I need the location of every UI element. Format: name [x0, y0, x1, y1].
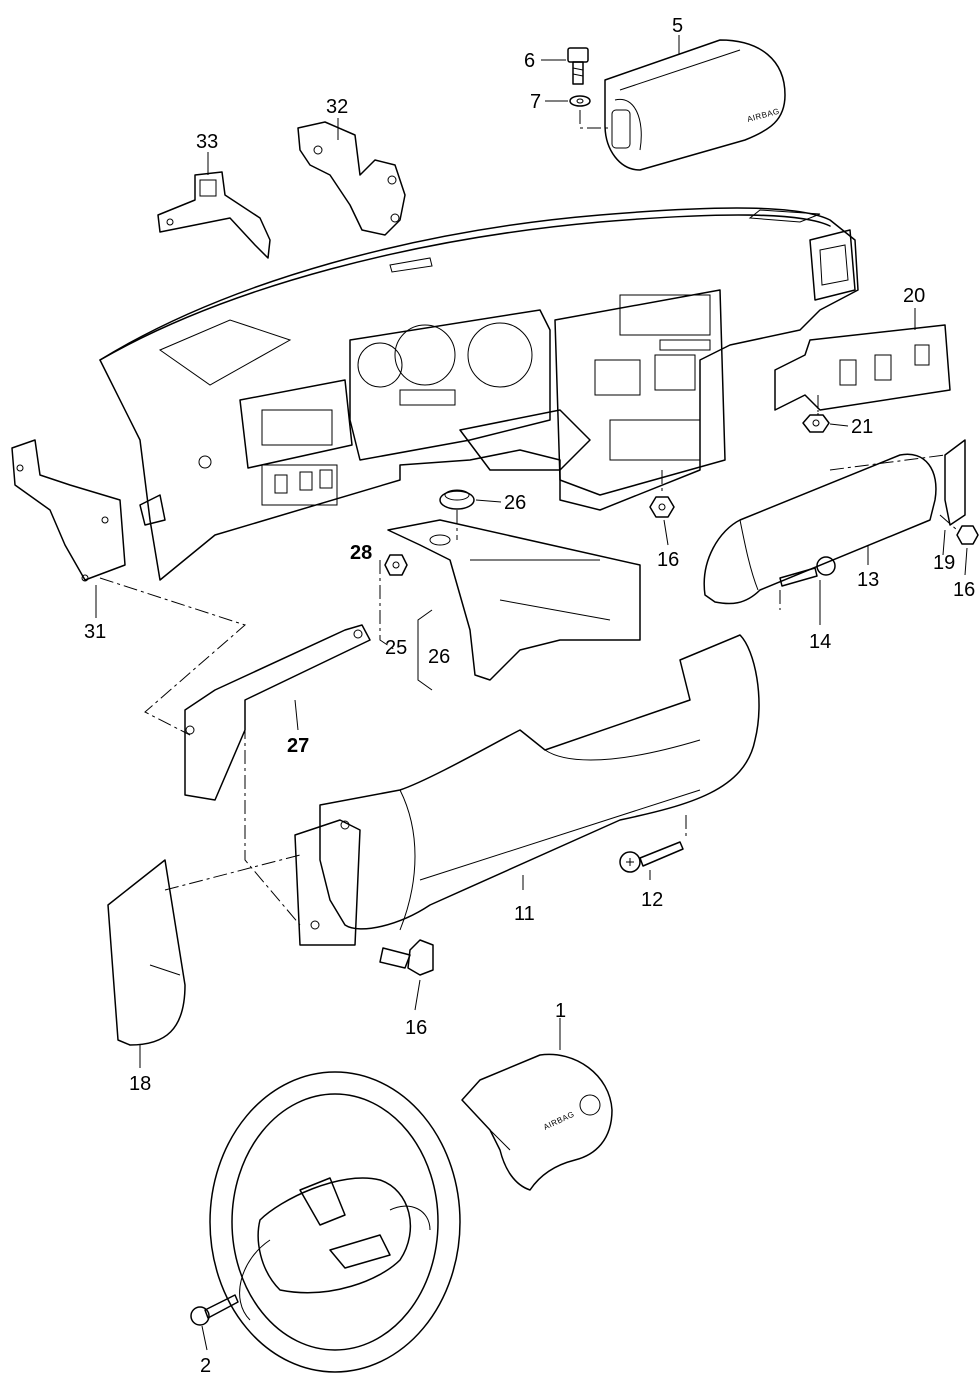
label-28: 28 — [350, 542, 372, 564]
label-16-lower: 16 — [405, 1017, 427, 1039]
bracket-33 — [157, 171, 271, 259]
steering-airbag: AIRBAG — [461, 1053, 613, 1191]
nut-21 — [802, 414, 830, 433]
nut-16-right — [956, 525, 979, 545]
bracket-19 — [944, 439, 966, 526]
label-13: 13 — [857, 569, 879, 591]
nut-28 — [384, 554, 408, 576]
label-26-lower: 26 — [428, 646, 450, 668]
label-21: 21 — [851, 416, 873, 438]
label-14: 14 — [809, 631, 831, 653]
passenger-airbag: AIRBAG — [604, 39, 786, 171]
lower-trim-13 — [703, 453, 937, 605]
label-16-right: 16 — [953, 579, 975, 601]
knee-panel-11 — [294, 634, 760, 946]
nut-16-center — [649, 496, 675, 518]
bolt-6 — [567, 47, 589, 85]
steering-wheel — [209, 1071, 461, 1373]
label-1: 1 — [555, 1000, 566, 1022]
label-11: 11 — [514, 903, 535, 925]
assembly-lines — [99, 395, 958, 926]
label-32: 32 — [326, 96, 348, 118]
screw-2 — [190, 1294, 239, 1326]
center-console-bracket — [387, 519, 641, 681]
bracket-31 — [11, 439, 126, 582]
label-5: 5 — [672, 15, 683, 37]
side-trim-18 — [107, 859, 186, 1046]
bolt-16-lower — [379, 939, 434, 976]
label-16-center: 16 — [657, 549, 679, 571]
steering-airbag-imprint: AIRBAG — [542, 1110, 576, 1132]
label-27: 27 — [287, 735, 309, 757]
bracket-27 — [184, 624, 371, 801]
screw-12 — [619, 841, 684, 873]
dashboard-panel — [99, 207, 859, 581]
label-7: 7 — [530, 91, 541, 113]
label-31: 31 — [84, 621, 106, 643]
label-12: 12 — [641, 889, 663, 911]
bracket-32 — [297, 121, 406, 236]
screw-14 — [779, 556, 836, 587]
label-33: 33 — [196, 131, 218, 153]
part-labels: 1 2 5 6 7 11 12 13 14 16 16 16 18 19 20 … — [84, 15, 975, 1377]
washer-7 — [569, 95, 591, 107]
label-2: 2 — [200, 1355, 211, 1377]
leader-lines — [95, 35, 968, 1351]
label-19: 19 — [933, 552, 955, 574]
grommet-26-upper — [439, 489, 475, 510]
label-6: 6 — [524, 50, 535, 72]
label-25: 25 — [385, 637, 407, 659]
label-20: 20 — [903, 285, 925, 307]
label-18: 18 — [129, 1073, 151, 1095]
label-26-upper: 26 — [504, 492, 526, 514]
bracket-20 — [774, 324, 951, 411]
